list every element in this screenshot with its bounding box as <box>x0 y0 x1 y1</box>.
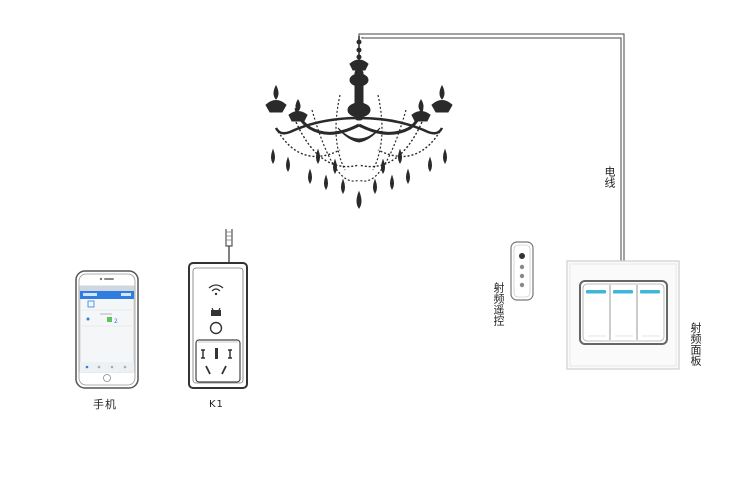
switch-indicator-1 <box>586 290 606 294</box>
phone-label: 手机 <box>93 398 117 411</box>
power-wire <box>358 33 625 262</box>
switch-indicator-3 <box>640 290 660 294</box>
panel-label: 射频面板 <box>689 322 702 366</box>
chandelier-icon <box>265 36 453 209</box>
power-button <box>209 321 223 335</box>
badge-number: 2 <box>114 318 118 325</box>
app-header-bar <box>80 291 134 299</box>
wifi-icon <box>208 284 224 289</box>
k1-label: K1 <box>209 399 224 410</box>
switch-indicator-2 <box>613 290 633 294</box>
wall-switch-panel-icon <box>566 260 680 370</box>
wire-label: 电线 <box>603 166 616 188</box>
smart-socket-icon <box>188 229 248 389</box>
outlet-slot-bottom <box>205 365 211 375</box>
remote-label: 射频遥控 <box>492 282 505 326</box>
remote-control-icon <box>510 241 534 301</box>
outlet-slot-left <box>201 349 205 359</box>
status-badge <box>107 317 112 322</box>
plug-icon <box>211 310 221 316</box>
smartphone-icon: 2 <box>75 270 139 389</box>
home-button <box>103 374 111 382</box>
remote-button-top <box>519 253 525 259</box>
